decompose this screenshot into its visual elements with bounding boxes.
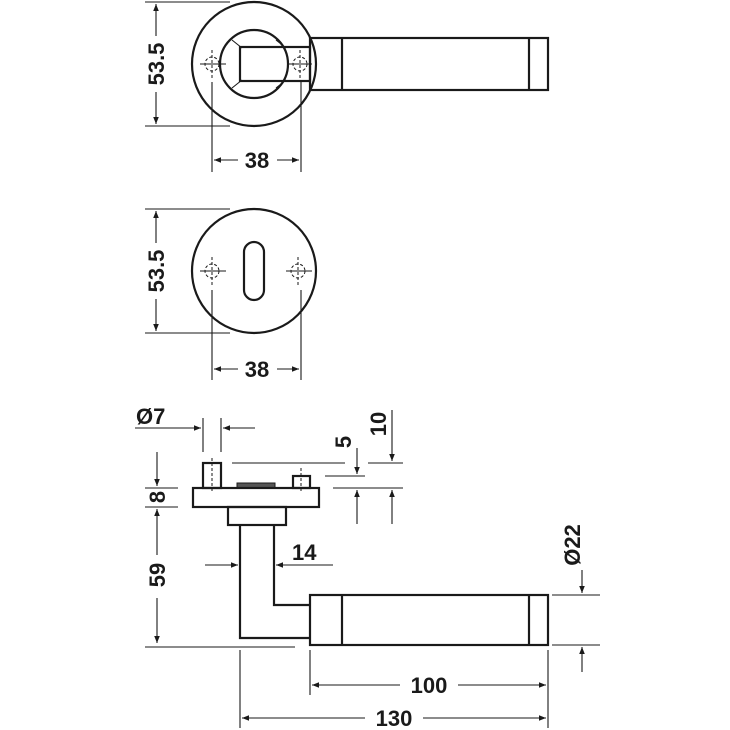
dim-height-top: 53.5 <box>144 43 169 86</box>
top-view-rose-with-lever: 53.5 38 <box>144 0 550 173</box>
rose-collar <box>226 505 288 527</box>
dim-pin-height-small: 5 <box>331 436 356 448</box>
keyhole <box>242 240 266 302</box>
rose-inner-ring <box>218 28 290 100</box>
dim-screw-spacing-top: 38 <box>245 148 269 173</box>
dim-handle-drop: 59 <box>145 563 170 587</box>
screw-icon <box>288 50 312 78</box>
dim-grip-length: 100 <box>411 673 448 698</box>
screw-icon <box>286 257 312 285</box>
dim-grip-diameter: Ø22 <box>560 524 585 566</box>
dim-rose-thickness: 8 <box>145 491 170 503</box>
dim-pin-diameter: Ø7 <box>136 404 165 429</box>
dim-pin-height-large: 10 <box>366 412 391 436</box>
rose-outline <box>190 0 318 128</box>
rose-outline <box>190 207 318 335</box>
pin-right <box>291 474 312 490</box>
middle-view-keyhole-rose: 53.5 38 <box>144 207 318 382</box>
lever-grip <box>308 36 550 92</box>
side-view-lever: Ø7 8 59 14 5 10 Ø22 100 130 <box>135 404 600 730</box>
lever-grip <box>308 593 550 647</box>
dim-height-middle: 53.5 <box>144 250 169 293</box>
screw-icon <box>200 257 226 285</box>
screw-icon <box>200 50 226 78</box>
dim-total-length: 130 <box>376 706 413 730</box>
dim-neck-width: 14 <box>292 540 317 565</box>
dim-screw-spacing-middle: 38 <box>245 357 269 382</box>
lever-neck <box>238 525 310 640</box>
